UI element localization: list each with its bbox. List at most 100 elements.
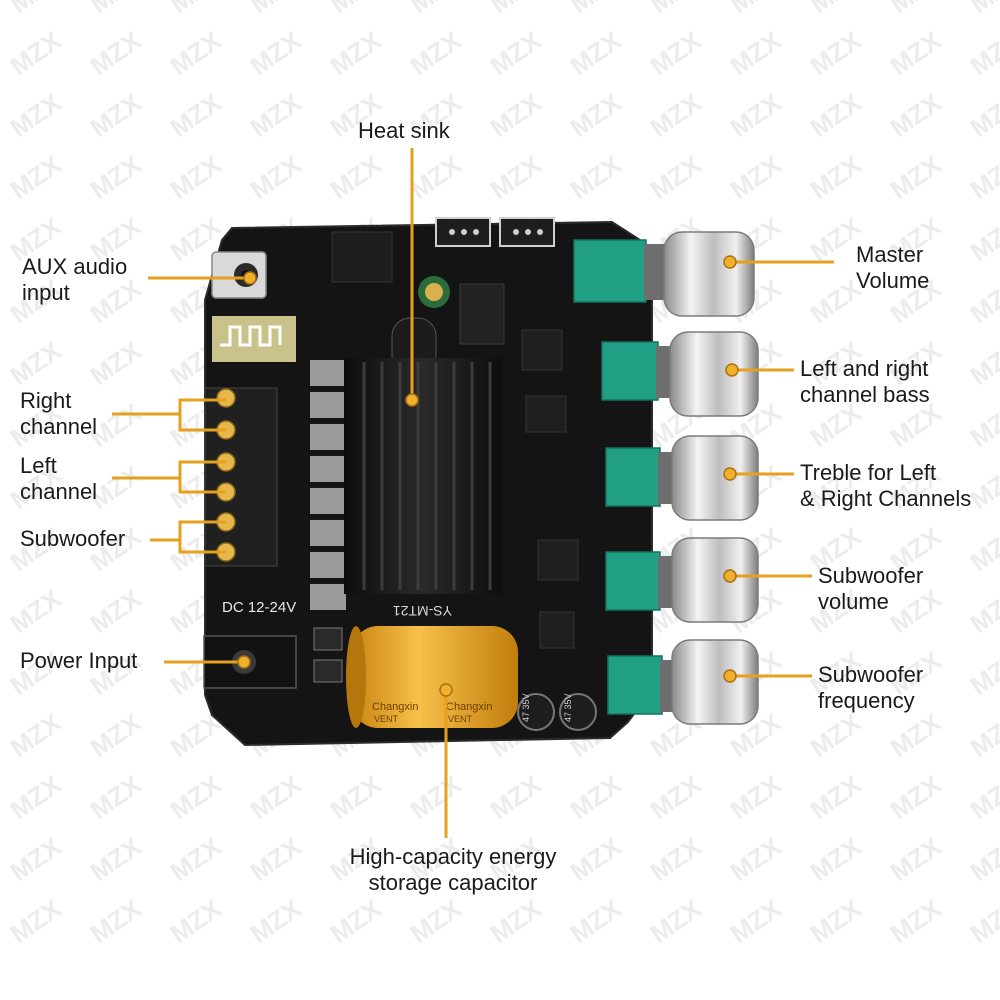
small-capacitor-2 (559, 693, 597, 731)
speaker-terminal-block (204, 387, 278, 567)
small-cap-rating-2: 47 35V (563, 693, 573, 722)
watermark-text: MZX (804, 87, 867, 143)
watermark-text: MZX (4, 769, 67, 825)
watermark-text: MZX (964, 87, 1000, 143)
watermark-text: MZX (644, 149, 707, 205)
label-right-channel: Right channel (20, 388, 98, 439)
watermark-text: MZX (884, 87, 947, 143)
heat-sink (344, 358, 502, 594)
label-sub-volume: Subwoofer volume (818, 563, 924, 614)
watermark-text: MZX (964, 645, 1000, 701)
capacitor-brand-2: Changxin (446, 701, 492, 713)
label-left-channel: Left channel (20, 453, 98, 504)
watermark-text: MZX (884, 893, 947, 949)
watermark-text: MZX (884, 25, 947, 81)
label-treble: Treble for Left & Right Channels (800, 460, 972, 511)
capacitor-vent-2: VENT (448, 714, 473, 724)
watermark-text: MZX (84, 893, 147, 949)
watermark-text: MZX (4, 831, 67, 887)
watermark-text: MZX (164, 893, 227, 949)
watermark-text: MZX (324, 149, 387, 205)
watermark-text: MZX (964, 893, 1000, 949)
watermark-text: MZX (964, 25, 1000, 81)
small-capacitor-1 (517, 693, 555, 731)
watermark-text: MZX (404, 0, 467, 19)
watermark-text: MZX (84, 831, 147, 887)
pot-master-volume (573, 239, 647, 303)
pot-sub-volume (605, 551, 661, 611)
watermark-text: MZX (564, 769, 627, 825)
capacitor-vent-1: VENT (374, 714, 399, 724)
watermark-text: MZX (484, 893, 547, 949)
watermark-text: MZX (724, 149, 787, 205)
watermark-text: MZX (164, 0, 227, 19)
label-heat-sink: Heat sink (358, 118, 450, 143)
watermark-text: MZX (964, 831, 1000, 887)
watermark-text: MZX (804, 893, 867, 949)
watermark-text: MZX (564, 893, 627, 949)
watermark-text: MZX (244, 0, 307, 19)
watermark-text: MZX (84, 149, 147, 205)
watermark-text: MZX (164, 87, 227, 143)
watermark-text: MZX (404, 149, 467, 205)
label-sub-frequency: Subwoofer frequency (818, 662, 924, 713)
watermark-text: MZX (564, 25, 627, 81)
watermark-text: MZX (484, 0, 547, 19)
watermark-text: MZX (964, 521, 1000, 577)
pot-sub-frequency (607, 655, 663, 715)
watermark-text: MZX (884, 831, 947, 887)
watermark-text: MZX (4, 0, 67, 19)
callout-dots (237, 255, 739, 697)
watermark-text: MZX (324, 769, 387, 825)
watermark-text: MZX (244, 769, 307, 825)
knob-master-volume (663, 231, 755, 317)
watermark-text: MZX (244, 87, 307, 143)
watermark-text: MZX (804, 769, 867, 825)
watermark-text: MZX (84, 0, 147, 19)
watermark-text: MZX (484, 87, 547, 143)
watermark-text: MZX (164, 149, 227, 205)
watermark-text: MZX (84, 707, 147, 763)
pot-bass (601, 341, 659, 401)
watermark-text: MZX (804, 149, 867, 205)
watermark-text: MZX (964, 0, 1000, 19)
watermark-text: MZX (644, 831, 707, 887)
model-silkscreen: YS-MT21 (393, 603, 452, 619)
watermark-text: MZX (884, 0, 947, 19)
small-cap-rating-1: 47 35V (521, 693, 531, 722)
watermark-text: MZX (964, 273, 1000, 329)
knob-bass (669, 331, 759, 417)
watermark-text: MZX (244, 149, 307, 205)
watermark-text: MZX (4, 149, 67, 205)
watermark-text: MZX (724, 893, 787, 949)
watermark-text: MZX (404, 769, 467, 825)
watermark-text: MZX (964, 335, 1000, 391)
watermark-text: MZX (324, 893, 387, 949)
watermark-text: MZX (724, 831, 787, 887)
watermark-text: MZX (84, 335, 147, 391)
watermark-text: MZX (804, 0, 867, 19)
watermark-text: MZX (4, 335, 67, 391)
watermark-text: MZX (884, 149, 947, 205)
watermark-text: MZX (884, 707, 947, 763)
watermark-text: MZX (244, 25, 307, 81)
watermark-text: MZX (84, 25, 147, 81)
watermark-text: MZX (84, 583, 147, 639)
watermark-text: MZX (4, 707, 67, 763)
watermark-text: MZX (884, 769, 947, 825)
bluetooth-antenna (212, 316, 296, 362)
watermark-text: MZX (564, 0, 627, 19)
watermark-text: MZX (324, 25, 387, 81)
callout-lines (112, 148, 834, 838)
watermark-text: MZX (724, 87, 787, 143)
watermark-text: MZX (644, 0, 707, 19)
watermark-text: MZX (324, 0, 387, 19)
watermark-text: MZX (964, 211, 1000, 267)
watermark-text: MZX (964, 707, 1000, 763)
watermark-text: MZX (564, 149, 627, 205)
watermark-text: MZX (164, 769, 227, 825)
watermark-text: MZX (964, 769, 1000, 825)
watermark-text: MZX (484, 25, 547, 81)
